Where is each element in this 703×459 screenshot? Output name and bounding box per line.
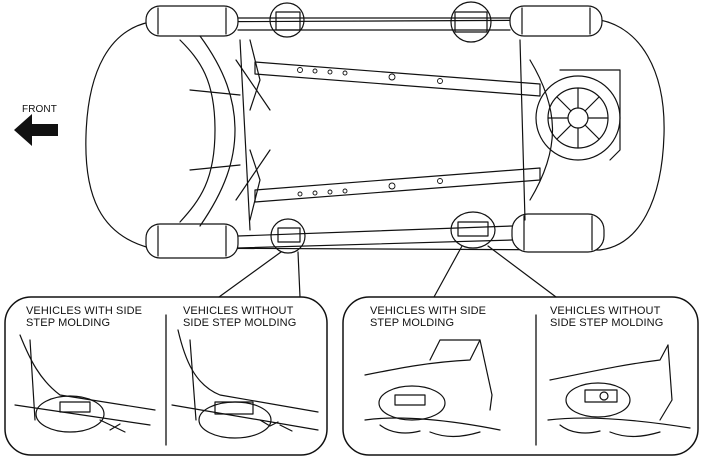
wheel-front-left xyxy=(145,5,239,37)
vehicle-body-outline xyxy=(85,19,665,251)
wheel-rear-left xyxy=(509,5,603,37)
jack-point-rear-left xyxy=(454,11,488,33)
jack-point-rear-right xyxy=(457,221,489,237)
front-direction-label: FRONT xyxy=(22,104,57,115)
callout-circle-rear-left xyxy=(450,1,492,43)
frame-rails xyxy=(239,39,553,231)
spare-tire xyxy=(535,69,621,161)
left-side-sill xyxy=(237,17,511,31)
front-arrow-icon xyxy=(14,114,58,146)
jack-point-front-left xyxy=(275,11,301,31)
leader-line-right xyxy=(433,245,557,298)
front-subframe xyxy=(179,35,271,227)
inset-label-left-with-molding: VEHICLES WITH SIDE STEP MOLDING xyxy=(26,305,143,329)
inset-label-right-without-molding: VEHICLES WITHOUT SIDE STEP MOLDING xyxy=(550,305,664,329)
callout-circle-rear-right xyxy=(450,211,496,249)
right-detail-panel xyxy=(342,296,699,456)
inset-label-right-with-molding: VEHICLES WITH SIDE STEP MOLDING xyxy=(370,305,487,329)
left-detail-panel xyxy=(4,296,328,456)
callout-circle-front-right xyxy=(270,218,306,254)
inset-label-left-without-molding: VEHICLES WITHOUT SIDE STEP MOLDING xyxy=(183,305,297,329)
rail-holes xyxy=(297,67,443,197)
right-side-sill xyxy=(237,225,513,249)
callout-circle-front-left xyxy=(269,2,305,38)
jack-point-front-right xyxy=(277,227,301,243)
wheel-front-right xyxy=(145,223,239,259)
wheel-rear-right xyxy=(511,213,605,253)
leader-line-left xyxy=(218,251,301,298)
